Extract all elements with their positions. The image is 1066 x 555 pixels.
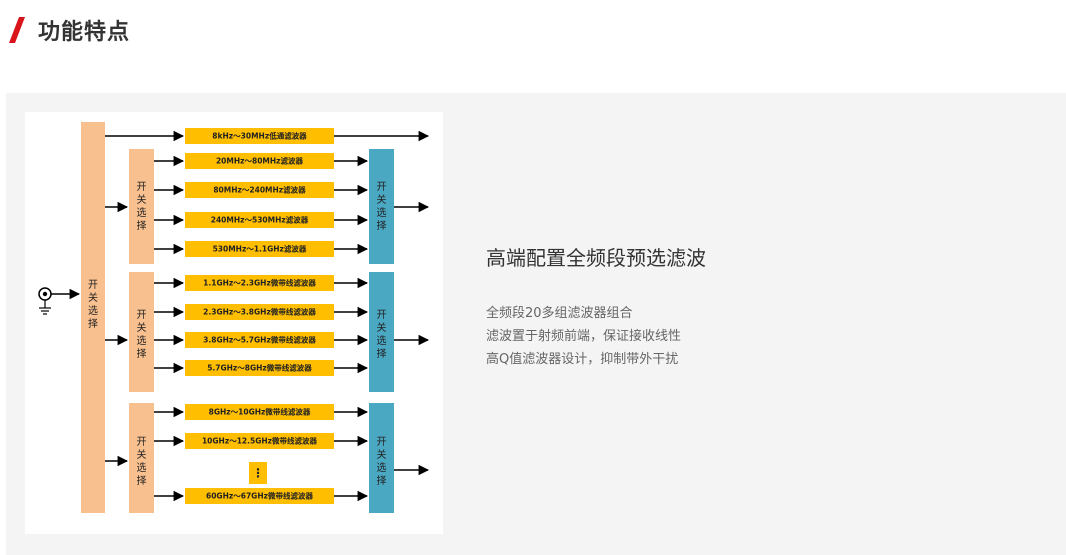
main-switch-label-3: 择 <box>88 317 98 330</box>
group-2-switch-out-char-2: 选 <box>377 334 387 347</box>
group-2-switch-out-char-1: 关 <box>377 321 387 334</box>
group-1-filter-2 <box>185 182 334 198</box>
group-1-filter-4-label: 530MHz～1.1GHz滤波器 <box>213 244 307 254</box>
title-slash-icon <box>9 17 25 43</box>
group-3-switch-out-char-0: 开 <box>377 437 387 448</box>
feature-point-2: 滤波置于射频前端，保证接收线性 <box>486 329 682 344</box>
feature-point-1: 全频段20多组滤波器组合 <box>486 306 633 321</box>
group-3-switch-in <box>129 403 154 513</box>
direct-filter-label: 8kHz～30MHz低通滤波器 <box>212 131 307 141</box>
group-3-switch-out-char-3: 择 <box>377 474 387 487</box>
group-2-filter-4-label: 5.7GHz～8GHz微带线滤波器 <box>207 363 312 373</box>
group-3-switch-in-char-0: 开 <box>137 437 147 448</box>
group-1-switch-out-char-1: 关 <box>377 193 387 206</box>
feature-point-3: 高Q值滤波器设计，抑制带外干扰 <box>486 352 679 367</box>
feature-heading: 高端配置全频段预选滤波 <box>486 246 706 270</box>
group-1-switch-in <box>129 149 154 264</box>
group-3-ellipsis: ⋮ <box>252 466 264 480</box>
group-2-switch-in <box>129 272 154 392</box>
group-1-filter-2-label: 80MHz～240MHz滤波器 <box>213 185 306 195</box>
group-2-switch-in-char-1: 关 <box>137 321 147 334</box>
group-2-switch-out <box>369 272 394 392</box>
main-switch-label-0: 开 <box>88 280 98 291</box>
main-switch-label-1: 关 <box>88 291 98 304</box>
antenna-input-icon <box>38 287 52 315</box>
group-2-filter-4 <box>185 360 334 376</box>
group-3-filter-3-label: 60GHz～67GHz微带线滤波器 <box>206 491 313 501</box>
group-3-filter-1 <box>185 404 334 420</box>
filter-group-2: 开 关 选 择 1.1GHz～2.3GHz微带线滤波器 2.3GHz～3.8GH… <box>105 272 430 392</box>
group-1-switch-out-char-2: 选 <box>377 206 387 219</box>
feature-points: 全频段20多组滤波器组合 滤波置于射频前端，保证接收线性 高Q值滤波器设计，抑制… <box>486 302 681 371</box>
group-1-switch-in-char-0: 开 <box>137 182 147 193</box>
group-1-filter-4 <box>185 241 334 257</box>
group-1-filter-3-label: 240MHz～530MHz滤波器 <box>211 215 309 225</box>
filter-group-3: 开 关 选 择 8GHz～10GHz微带线滤波器 10GHz～12.5GHz微带… <box>105 403 430 513</box>
group-1-switch-out-char-3: 择 <box>377 219 387 232</box>
group-3-switch-out-char-1: 关 <box>377 448 387 461</box>
group-3-switch-out-char-2: 选 <box>377 461 387 474</box>
group-1-switch-out <box>369 149 394 264</box>
group-1-filter-1 <box>185 153 334 169</box>
group-2-filter-3-label: 3.8GHz～5.7GHz微带线滤波器 <box>203 335 316 345</box>
group-3-switch-in-char-2: 选 <box>137 461 147 474</box>
group-3-filter-2-label: 10GHz～12.5GHz微带线滤波器 <box>202 436 318 446</box>
group-3-filter-3 <box>185 488 334 504</box>
group-2-switch-out-char-0: 开 <box>377 310 387 321</box>
filter-bank-diagram: 开 关 选 择 8kHz～30MHz低通滤波器 开 关 选 择 20MHz～80… <box>25 112 443 534</box>
group-3-ellipsis-block <box>249 462 267 484</box>
group-1-switch-out-char-0: 开 <box>377 182 387 193</box>
filter-bank-svg: 开 关 选 择 8kHz～30MHz低通滤波器 开 关 选 择 20MHz～80… <box>38 122 430 513</box>
group-2-switch-out-char-3: 择 <box>377 347 387 360</box>
group-1-switch-in-char-3: 择 <box>137 219 147 232</box>
group-2-filter-3 <box>185 332 334 348</box>
group-2-switch-in-char-0: 开 <box>137 310 147 321</box>
group-3-switch-out <box>369 403 394 513</box>
group-1-switch-in-char-1: 关 <box>137 193 147 206</box>
group-2-switch-in-char-2: 选 <box>137 334 147 347</box>
group-1-filter-1-label: 20MHz～80MHz滤波器 <box>216 156 304 166</box>
group-2-filter-2 <box>185 304 334 320</box>
group-3-filter-2 <box>185 433 334 449</box>
group-2-switch-in-char-3: 择 <box>137 347 147 360</box>
group-2-filter-1-label: 1.1GHz～2.3GHz微带线滤波器 <box>203 278 316 288</box>
group-2-filter-2-label: 2.3GHz～3.8GHz微带线滤波器 <box>203 307 316 317</box>
group-3-switch-in-char-1: 关 <box>137 448 147 461</box>
main-switch-block <box>81 122 105 513</box>
group-1-filter-3 <box>185 212 334 228</box>
group-1-switch-in-char-2: 选 <box>137 206 147 219</box>
group-2-filter-1 <box>185 275 334 291</box>
section-title: 功能特点 <box>38 20 131 45</box>
direct-filter-block <box>185 128 334 144</box>
main-switch-label-2: 选 <box>88 304 98 317</box>
group-3-filter-1-label: 8GHz～10GHz微带线滤波器 <box>209 407 311 417</box>
group-3-switch-in-char-3: 择 <box>137 474 147 487</box>
filter-group-1: 开 关 选 择 20MHz～80MHz滤波器 80MHz～240MHz滤波器 2… <box>105 149 430 264</box>
